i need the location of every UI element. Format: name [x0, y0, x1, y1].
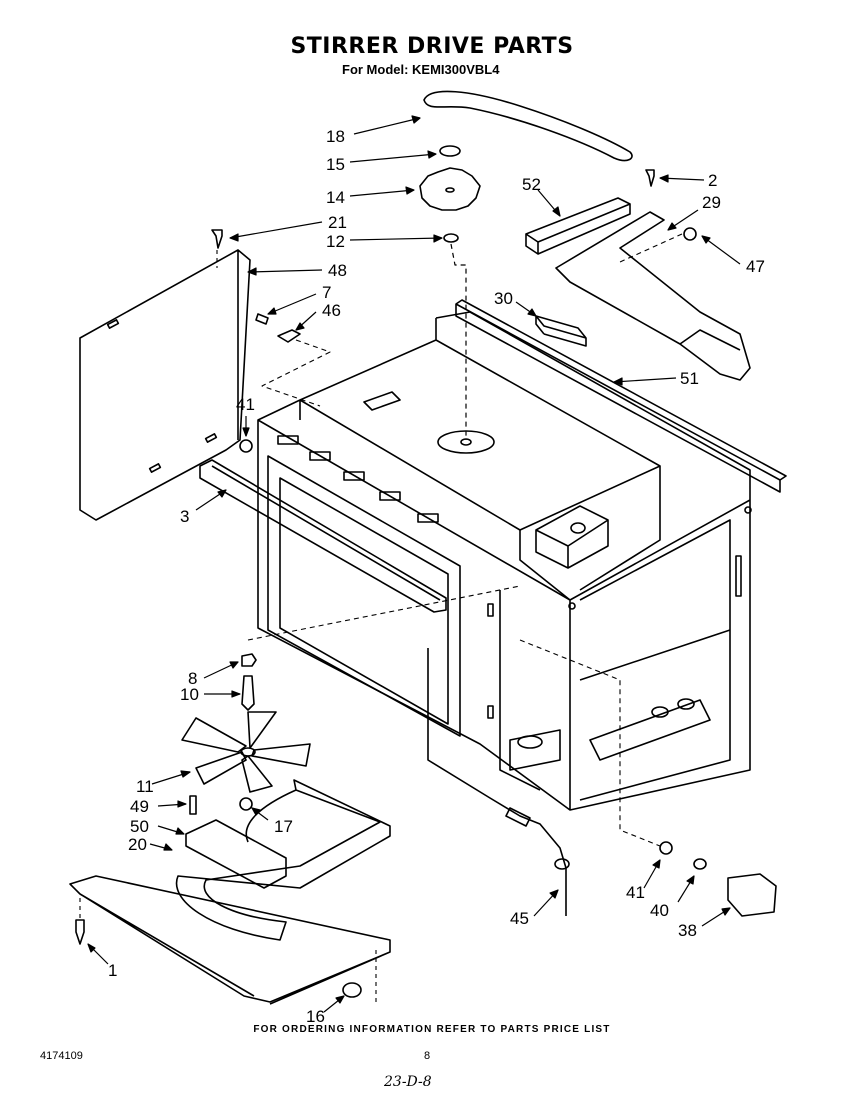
- retainer-part: [439, 145, 461, 157]
- vent-block-part: [535, 505, 609, 569]
- callout-18: 18: [326, 127, 345, 146]
- motor-shaft-10-part: [241, 675, 255, 711]
- washer-part: [443, 233, 459, 243]
- callout-14: 14: [326, 188, 345, 207]
- gasket-strip-52-part: [525, 197, 631, 255]
- model-subtitle: For Model: KEMI300VBL4: [342, 62, 500, 77]
- drive-belt-part: [423, 90, 633, 162]
- front-bar-3-part: [199, 459, 447, 613]
- gasket-30-part: [535, 315, 587, 347]
- ordering-note: FOR ORDERING INFORMATION REFER TO PARTS …: [253, 1024, 611, 1035]
- callout-12: 12: [326, 232, 345, 251]
- callout-8: 8: [188, 669, 197, 688]
- callout-29: 29: [702, 193, 721, 212]
- callout-10: 10: [180, 685, 199, 704]
- callout-11: 11: [136, 777, 154, 796]
- callout-16: 16: [306, 1007, 325, 1026]
- base-plate-1-part: [69, 875, 391, 1005]
- foot-16-part: [342, 982, 362, 998]
- callout-49: 49: [130, 797, 149, 816]
- nut-8-part: [241, 653, 257, 667]
- callout-51: 51: [680, 369, 699, 388]
- callout-3: 3: [180, 507, 189, 526]
- screw-1-part: [75, 919, 85, 945]
- page-number: 8: [424, 1050, 431, 1062]
- screw-49-part: [189, 795, 197, 815]
- callout-21: 21: [328, 213, 347, 232]
- nut-41-upper-part: [239, 439, 253, 453]
- nut-47-part: [683, 227, 697, 241]
- callout-46: 46: [322, 301, 341, 320]
- fan-blade-11-part: [181, 711, 311, 793]
- handwritten-code: 23-D-8: [384, 1074, 432, 1090]
- callout-41-lower: 41: [626, 883, 645, 902]
- switch-38-part: [727, 873, 777, 917]
- callout-7: 7: [322, 283, 331, 302]
- document-number: 4174109: [40, 1050, 83, 1062]
- callout-20: 20: [128, 835, 147, 854]
- screw-7-part: [255, 313, 269, 325]
- screw-21-part: [211, 229, 223, 249]
- screw-2-part: [645, 169, 655, 187]
- air-duct-20-part: [175, 779, 391, 941]
- page-title: STIRRER DRIVE PARTS: [290, 34, 574, 59]
- bracket-29-part: [555, 211, 751, 381]
- gasket-strip-51-part: [455, 299, 787, 493]
- motor-bracket-50-part: [185, 819, 287, 889]
- callout-38: 38: [678, 921, 697, 940]
- callout-17: 17: [274, 817, 293, 836]
- callout-50: 50: [130, 817, 149, 836]
- washer-40-part: [693, 858, 707, 870]
- stirrer-pulley-part: [419, 167, 481, 211]
- callout-15: 15: [326, 155, 345, 174]
- callout-48: 48: [328, 261, 347, 280]
- nut-41-lower-part: [659, 841, 673, 855]
- oven-cavity-part: [257, 311, 751, 811]
- callout-52: 52: [522, 175, 541, 194]
- stirrer-hub-part: [437, 430, 495, 454]
- callout-2: 2: [708, 171, 717, 190]
- callout-30: 30: [494, 289, 513, 308]
- callout-1: 1: [108, 961, 117, 980]
- side-panel-48-part: [79, 249, 251, 521]
- clip-46-part: [277, 329, 301, 343]
- callout-45: 45: [510, 909, 529, 928]
- callout-47: 47: [746, 257, 765, 276]
- callout-41-upper: 41: [236, 395, 255, 414]
- callout-40: 40: [650, 901, 669, 920]
- nut-17-part: [239, 797, 253, 811]
- thermal-cable-45-part: [427, 648, 567, 916]
